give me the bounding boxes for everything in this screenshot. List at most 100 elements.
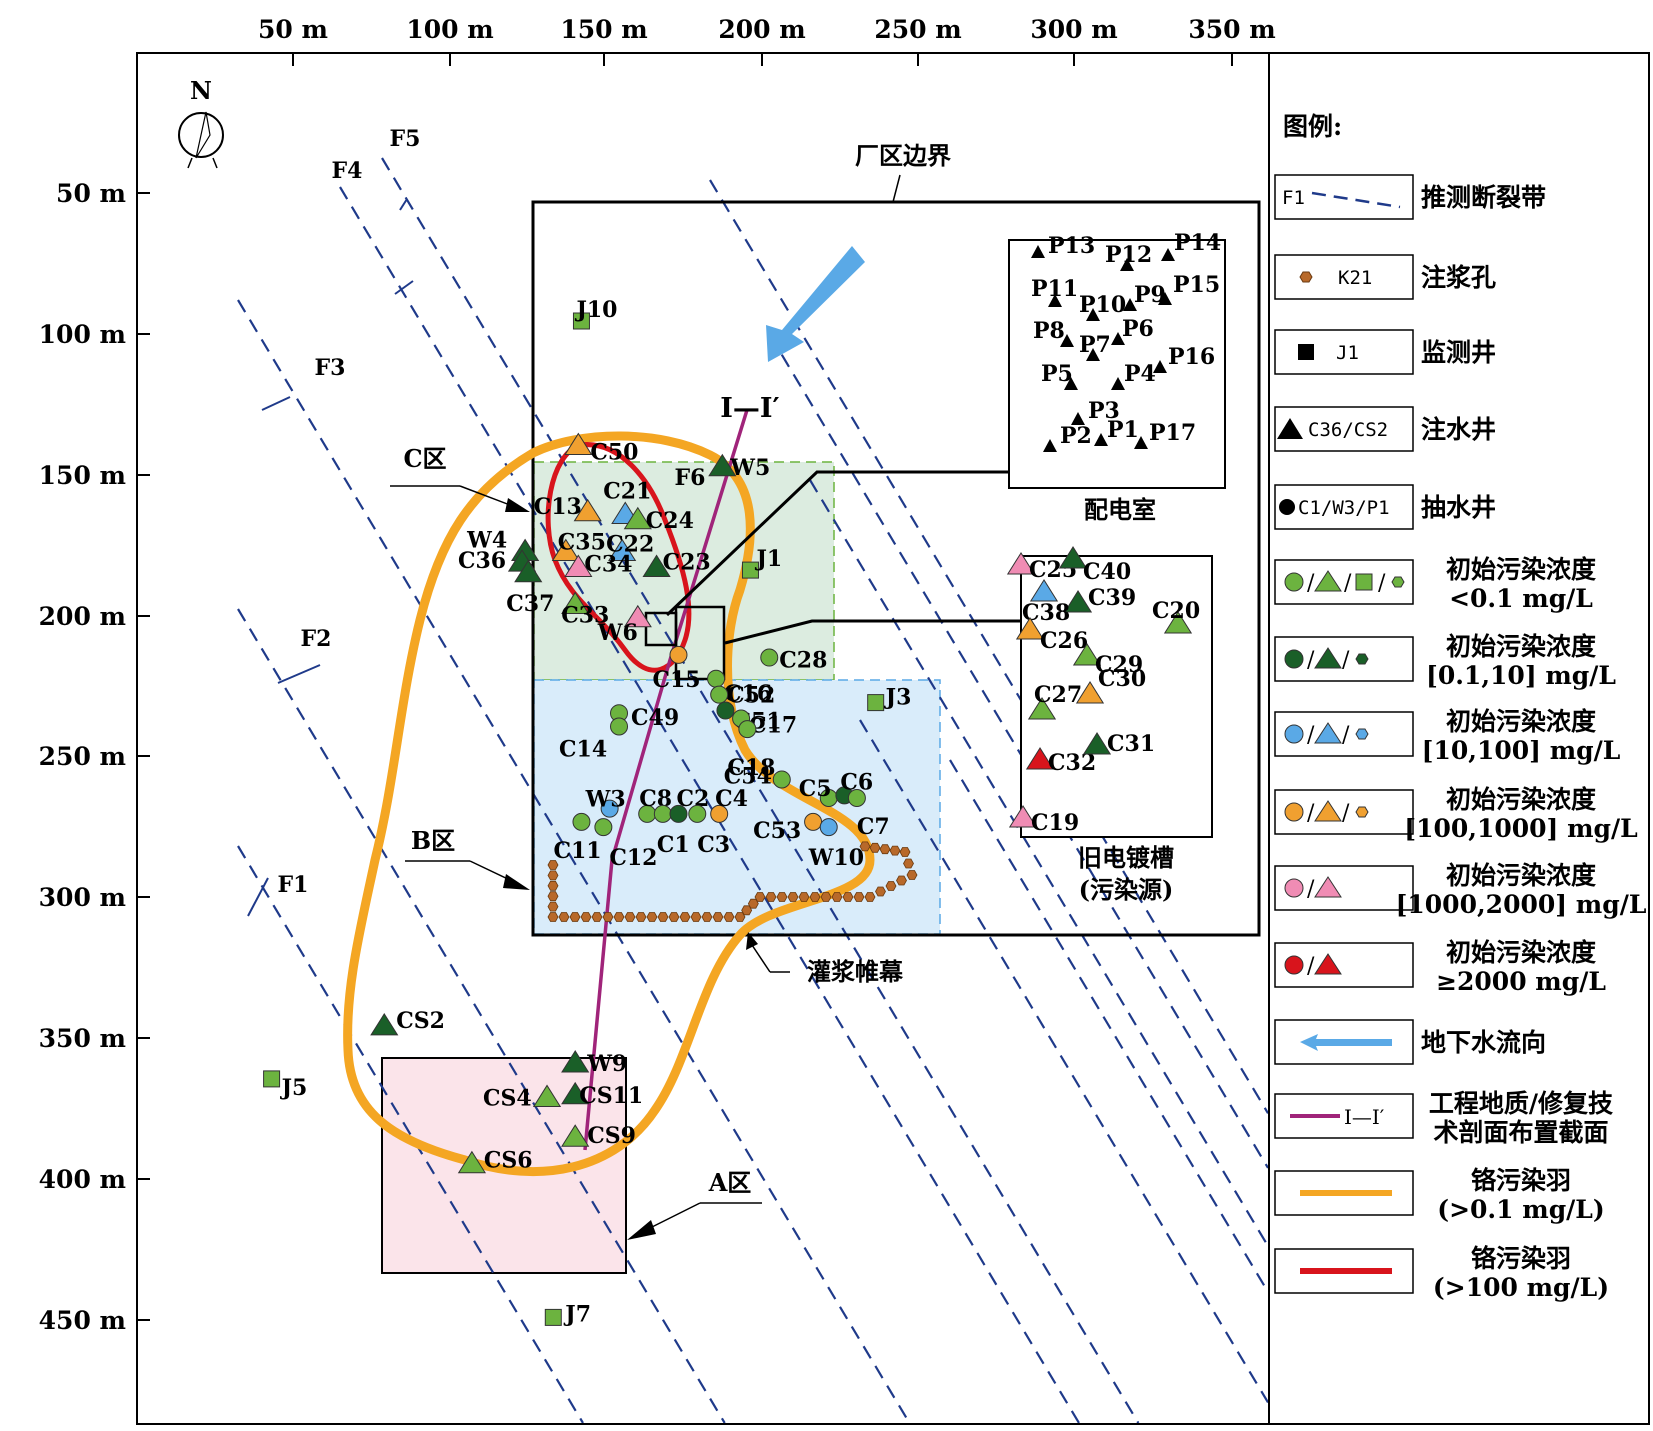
well-c3: C3 — [688, 804, 730, 858]
well-marker — [573, 498, 602, 522]
well-marker — [1071, 412, 1085, 425]
well-p15: P15 — [1158, 272, 1220, 305]
legend-sep: / — [1342, 648, 1350, 673]
well-label: P15 — [1173, 272, 1220, 298]
grout-hole-marker — [842, 892, 854, 902]
well-p6: P6 — [1111, 316, 1154, 345]
x-tick-label: 50 m — [258, 15, 328, 44]
fault-line — [237, 608, 726, 1424]
well-marker — [1043, 439, 1057, 452]
well-label: P16 — [1168, 344, 1215, 370]
grout-hole-marker — [754, 892, 766, 902]
well-cs2: CS2 — [370, 1008, 445, 1036]
legend-swatch-box — [1274, 484, 1414, 530]
legend-text: 推测断裂带 — [1421, 183, 1546, 212]
legend-item: //初始污染浓度[0.1,10] mg/L — [1274, 632, 1616, 690]
grout-hole-marker — [624, 912, 636, 922]
well-p7: P7 — [1079, 332, 1111, 361]
grout-hole-marker — [889, 845, 901, 856]
substation-label: 配电室 — [1084, 495, 1156, 524]
substation-leader — [665, 470, 1009, 617]
well-c20: C20 — [1152, 598, 1200, 634]
well-label: W10 — [808, 845, 864, 871]
y-tick-label: 300 m — [39, 883, 126, 912]
well-label: J1 — [754, 546, 782, 572]
well-label: P3 — [1088, 398, 1120, 424]
well-marker — [1094, 433, 1108, 446]
well-c36: C36 — [458, 548, 537, 574]
well-marker — [1027, 697, 1057, 720]
y-tick-label: 350 m — [39, 1024, 126, 1053]
well-label: P17 — [1149, 420, 1196, 446]
well-c11: C11 — [553, 812, 602, 864]
well-marker — [1015, 617, 1045, 640]
well-marker — [457, 1150, 487, 1174]
groundwater-flow-arrow-icon — [766, 246, 865, 362]
well-marker — [741, 561, 759, 579]
grout-hole-marker — [558, 912, 570, 922]
fault-line — [381, 157, 1140, 1424]
legend-swatch-box — [1274, 254, 1414, 300]
grout-hole-marker — [896, 875, 907, 886]
well-marker — [669, 804, 688, 823]
well-c24: C24 — [623, 506, 694, 534]
well-marker — [1029, 579, 1059, 602]
well-label: C20 — [1152, 598, 1200, 624]
well-marker — [1025, 747, 1055, 770]
grout-hole-marker — [906, 870, 918, 880]
grout-hole-marker — [776, 892, 788, 902]
well-c15: C15 — [652, 645, 701, 693]
well-label: CS9 — [587, 1123, 636, 1149]
well-c32: C32 — [1025, 747, 1096, 776]
legend-sep: / — [1307, 954, 1315, 979]
grout-hole-marker — [885, 881, 897, 891]
well-label: P14 — [1174, 230, 1221, 256]
legend-title: 图例: — [1283, 112, 1342, 141]
grout-hole-marker — [869, 842, 881, 853]
fault-line — [709, 179, 1269, 1114]
zone-b-label: B区 — [411, 826, 455, 855]
well-p17: P17 — [1134, 420, 1196, 449]
well-j1: J1 — [741, 546, 782, 579]
well-label: J7 — [563, 1301, 591, 1327]
well-p8: P8 — [1033, 318, 1074, 347]
well-marker — [561, 1050, 590, 1073]
well-marker — [1111, 332, 1125, 345]
legend-swatch-box — [1274, 942, 1414, 988]
fault-line — [769, 334, 1269, 1169]
well-marker — [594, 818, 613, 837]
well-marker — [1086, 348, 1100, 361]
legend-marker — [1298, 344, 1314, 360]
fault-label: F5 — [390, 126, 421, 152]
well-j10: J10 — [572, 297, 617, 330]
well-label: C27 — [1034, 682, 1082, 708]
well-marker — [1123, 298, 1137, 311]
well-c26: C26 — [1015, 617, 1088, 654]
well-c31: C31 — [1082, 731, 1155, 757]
well-label: C17 — [749, 713, 797, 739]
legend-marker — [1391, 576, 1405, 588]
well-marker — [710, 804, 729, 823]
grout-hole-marker — [853, 892, 865, 902]
well-marker — [1082, 732, 1112, 755]
fault-dip-tick — [247, 877, 269, 917]
well-c34: C34 — [564, 551, 632, 577]
x-tick-label: 300 m — [1030, 15, 1117, 44]
well-cs11: CS11 — [561, 1081, 643, 1109]
legend-swatch-box — [1274, 865, 1414, 911]
grout-hole-marker — [679, 912, 691, 922]
plume-gt-100 — [545, 442, 692, 673]
legend-marker — [1314, 722, 1342, 744]
fault-dip-tick — [261, 396, 291, 411]
well-marker — [561, 591, 590, 615]
well-c13: C13 — [534, 494, 602, 522]
legend-text: [0.1,10] mg/L — [1426, 661, 1616, 690]
grout-hole-marker — [569, 912, 581, 922]
well-label: C16 — [724, 681, 772, 707]
well-c33: C33 — [561, 591, 609, 629]
well-label: C35 — [558, 530, 606, 556]
legend-item: ///初始污染浓度<0.1 mg/L — [1274, 555, 1596, 613]
well-c50: C50 — [564, 432, 638, 466]
